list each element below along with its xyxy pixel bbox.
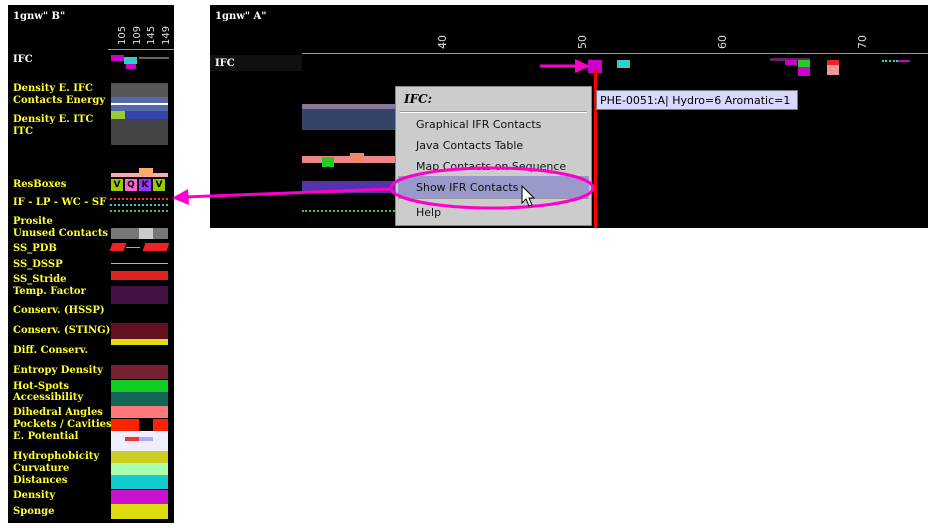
label-bg: [210, 55, 302, 71]
connector-arrowhead: [172, 189, 189, 205]
track-label[interactable]: Hydrophobicity: [13, 451, 100, 462]
track-label[interactable]: Diff. Conserv.: [13, 345, 89, 356]
menu-item-graphical-ifr-contacts[interactable]: Graphical IFR Contacts: [416, 118, 542, 131]
density-heatmap: [302, 104, 395, 109]
track-label[interactable]: Hot-Spots: [13, 381, 70, 392]
track-label[interactable]: ResBoxes: [13, 179, 67, 190]
distances-bar: [111, 475, 168, 489]
track-label[interactable]: Temp. Factor: [13, 286, 86, 297]
resbox[interactable]: Q: [125, 179, 137, 191]
mouse-pointer-icon: [521, 184, 536, 207]
lp-wave: [110, 204, 168, 209]
ruler-line: [108, 49, 174, 50]
unused-contacts-bar: [139, 228, 153, 239]
sponge-bar: [111, 504, 168, 519]
ifc-mark[interactable]: [798, 60, 810, 67]
resbox-bar: [322, 157, 334, 167]
entropy-heatmap: [111, 365, 168, 379]
track-label[interactable]: Prosite: [13, 216, 53, 227]
pockets-bar: [139, 419, 153, 431]
menu-selection-highlight: [398, 176, 589, 198]
ifc-mark[interactable]: [785, 60, 797, 65]
density-bar: [111, 490, 168, 504]
panel-a-title: 1gnw" A": [215, 11, 267, 22]
ifc-mark[interactable]: [827, 60, 839, 65]
ifc-mark[interactable]: [617, 60, 630, 68]
track-label[interactable]: Distances: [13, 475, 68, 486]
menu-item-help[interactable]: Help: [416, 206, 442, 219]
ifc-mark[interactable]: [798, 67, 810, 76]
track-label[interactable]: IF - LP - WC - SF: [13, 197, 107, 208]
menu-item-java-contacts-table[interactable]: Java Contacts Table: [416, 139, 524, 152]
resbox-bar: [350, 153, 364, 163]
ss-pdb-mark: [126, 247, 140, 248]
track-label[interactable]: Conserv. (STING): [13, 325, 111, 336]
track-label[interactable]: Conserv. (HSSP): [13, 305, 105, 316]
track-label[interactable]: Density: [13, 490, 56, 501]
epotential-mark: [125, 437, 139, 441]
context-menu-separator: [400, 111, 587, 113]
connector-arrow-shaft: [184, 187, 393, 199]
if-wave: [110, 198, 168, 203]
accessibility-heatmap: [111, 392, 168, 406]
track-label[interactable]: ITC: [13, 126, 34, 137]
pointer-arrowhead: [575, 59, 590, 73]
resbox-bar: [302, 156, 395, 163]
resbox[interactable]: V: [111, 179, 123, 191]
highlight-ellipse: [389, 166, 595, 210]
ifc-mark[interactable]: [827, 65, 839, 75]
track-label[interactable]: Curvature: [13, 463, 70, 474]
track-label[interactable]: Accessibility: [13, 392, 84, 403]
curvature-bar: [111, 463, 168, 475]
temp-factor-heatmap: [111, 286, 168, 304]
ss-dssp-line: [111, 263, 168, 264]
ss-stride-bar: [111, 271, 168, 280]
track-label[interactable]: Contacts Energy: [13, 95, 106, 106]
track-label[interactable]: SS_PDB: [13, 243, 57, 254]
dihedral-bar: [111, 406, 168, 418]
track-label[interactable]: SS_DSSP: [13, 259, 63, 270]
ifc-mark[interactable]: [770, 58, 810, 61]
context-menu-header: IFC:: [404, 92, 433, 106]
ifc-mark-selected[interactable]: [588, 60, 602, 73]
resbox-bar: [139, 168, 153, 176]
ifc-mark[interactable]: [126, 64, 136, 69]
position-cursor-line: [594, 70, 597, 228]
context-menu-separator: [398, 198, 589, 199]
hydrophobicity-bar: [111, 451, 168, 463]
residue-tooltip: PHE-0051:A| Hydro=6 Aromatic=1: [596, 90, 798, 110]
track-label[interactable]: Dihedral Angles: [13, 407, 103, 418]
ruler-line: [302, 53, 928, 54]
panel-b: 1gnw" B" 105 109 145 149 IFC Density E. …: [8, 5, 174, 523]
conserv-heatmap: [111, 323, 168, 339]
conserv-bar: [111, 339, 168, 345]
panel-b-title: 1gnw" B": [13, 11, 66, 22]
hotspots-bar: [111, 380, 168, 392]
resbox[interactable]: K: [139, 179, 151, 191]
wc-wave: [110, 210, 168, 215]
ifc-mark[interactable]: [111, 55, 124, 61]
track-label[interactable]: Sponge: [13, 506, 55, 517]
resbox[interactable]: V: [153, 179, 165, 191]
epotential-mark: [139, 437, 153, 441]
track-label-ifc[interactable]: IFC: [215, 58, 235, 69]
track-label[interactable]: Density E. IFC: [13, 83, 93, 94]
track-label[interactable]: E. Potential: [13, 431, 79, 442]
track-label[interactable]: Entropy Density: [13, 365, 103, 376]
ifc-mark[interactable]: [898, 60, 910, 62]
track-label[interactable]: SS_Stride: [13, 274, 67, 285]
menu-item-show-ifr-contacts[interactable]: Show IFR Contacts: [416, 181, 519, 194]
ifc-mark[interactable]: [882, 60, 898, 64]
epotential-heatmap: [111, 431, 168, 451]
ifc-mark[interactable]: [124, 57, 137, 64]
track-label[interactable]: Unused Contacts: [13, 228, 109, 239]
track-label[interactable]: Pockets / Cavities: [13, 419, 112, 430]
density-heatmap: [111, 83, 168, 145]
wave: [302, 210, 395, 215]
track-label-ifc[interactable]: IFC: [13, 54, 33, 65]
track-label[interactable]: Density E. ITC: [13, 114, 94, 125]
ifc-mark: [139, 57, 169, 59]
